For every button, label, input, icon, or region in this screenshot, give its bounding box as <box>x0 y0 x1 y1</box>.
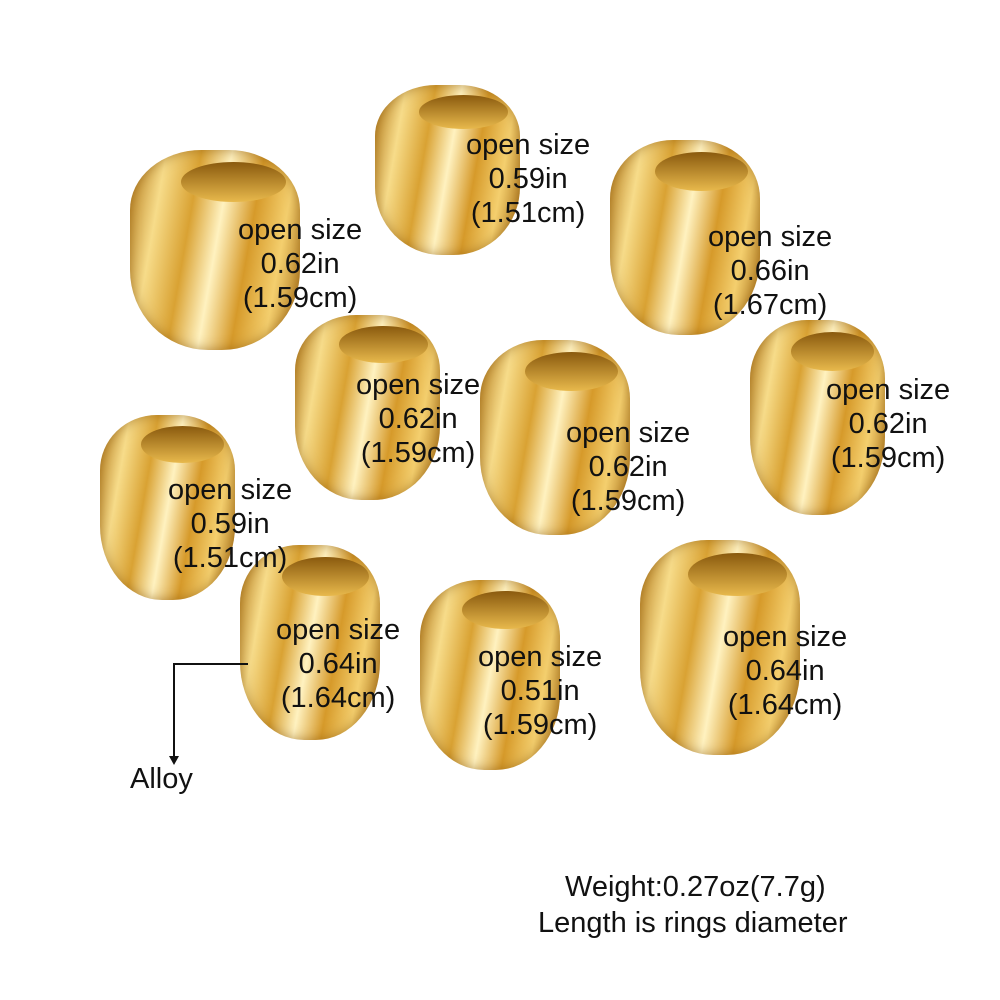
pointer-line-horizontal <box>173 663 248 665</box>
ring-7 <box>100 415 235 600</box>
ring-3 <box>610 140 760 335</box>
ring-4 <box>295 315 440 500</box>
ring-10 <box>640 540 800 755</box>
ring-9 <box>420 580 560 770</box>
weight-text: Weight:0.27oz(7.7g) <box>565 871 826 903</box>
material-label: Alloy <box>130 763 193 795</box>
pointer-line-vertical <box>173 663 175 758</box>
ring-5 <box>480 340 630 535</box>
diameter-note: Length is rings diameter <box>538 907 848 939</box>
ring-8 <box>240 545 380 740</box>
ring-2 <box>375 85 520 255</box>
ring-1 <box>130 150 300 350</box>
ring-6 <box>750 320 885 515</box>
arrow-down-icon <box>169 756 179 765</box>
